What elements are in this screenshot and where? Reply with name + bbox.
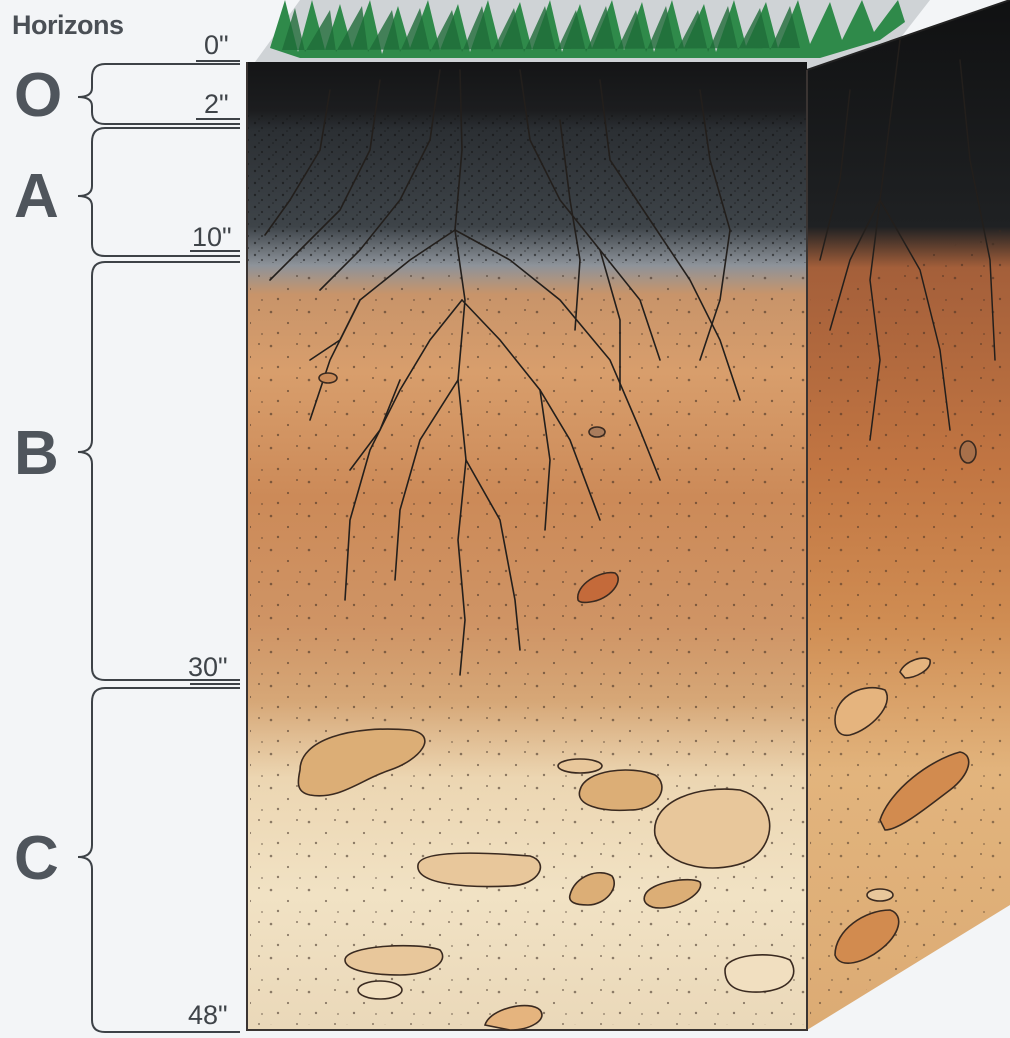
depth-48-label: 48" (188, 1000, 228, 1031)
subsoil-grain (250, 275, 805, 1025)
b-bracket (78, 262, 240, 680)
c-bracket (78, 688, 240, 1032)
horizon-o-label: O (14, 65, 62, 127)
depth-0-label: 0" (204, 30, 229, 61)
depth-2-label: 2" (204, 89, 229, 120)
horizon-c-label: C (14, 828, 59, 890)
depth-10-label: 10" (192, 222, 232, 253)
grass-turf (255, 0, 930, 70)
horizon-b-label: B (14, 423, 59, 485)
depth-rules (190, 61, 240, 684)
diagram-title: Horizons (12, 10, 124, 41)
topsoil-grain (247, 115, 807, 263)
horizon-a-label: A (14, 166, 59, 228)
depth-30-label: 30" (188, 652, 228, 683)
horizon-brackets (78, 64, 240, 1032)
